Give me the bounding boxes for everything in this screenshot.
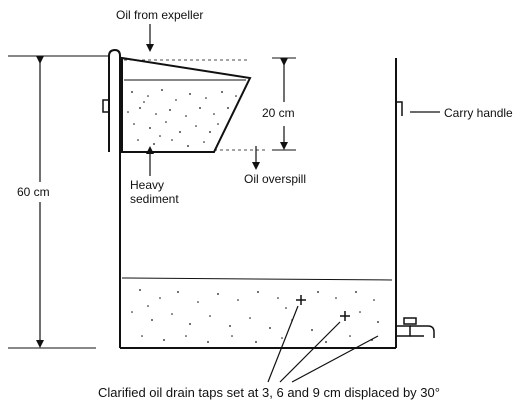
left-carry-handle [102,99,108,113]
right-carry-handle [396,101,403,116]
drain-tap [395,317,435,338]
tray-sediment [127,89,237,147]
upper-settling-tray [121,56,252,153]
drain-tap-markers [296,295,350,321]
tap-pointer-lines [267,305,379,383]
label-oil-from-expeller: Oil from expeller [116,8,204,22]
label-60cm: 60 cm [17,185,50,199]
label-heavy-sediment: Heavy sediment [130,178,179,206]
drain-tap-marker-2 [340,311,350,321]
label-carry-handle: Carry handle [444,106,513,120]
label-clarified-oil-taps: Clarified oil drain taps set at 3, 6 and… [98,385,440,400]
inlet-pipe [108,48,121,152]
label-20cm: 20 cm [262,106,295,120]
label-oil-overspill: Oil overspill [244,172,307,186]
drain-tap-marker-1 [296,295,306,305]
lower-sediment-surface [121,277,393,281]
lower-sediment [131,289,379,343]
main-tank [119,58,397,349]
